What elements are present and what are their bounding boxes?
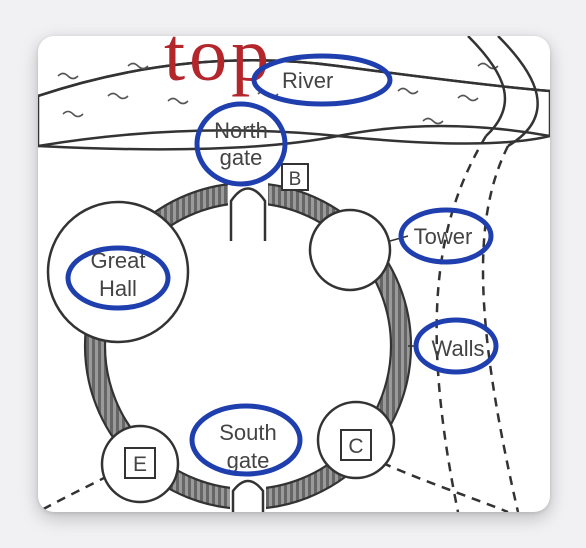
great-hall-circle: [46, 200, 190, 344]
label-south-gate-line2: gate: [227, 448, 270, 473]
box-c-letter: C: [348, 435, 363, 458]
label-south-gate-line1: South: [219, 420, 277, 445]
label-tower: Tower: [414, 224, 473, 249]
box-e-letter: E: [133, 453, 147, 476]
diagram-frame: top River North gate Great Hall Tower Wa…: [38, 36, 550, 512]
label-great-hall-line2: Hall: [99, 276, 137, 301]
annotation-tower: [398, 207, 494, 265]
annotation-north-gate: [194, 101, 288, 187]
annotation-south-gate: [189, 403, 303, 477]
box-c: C: [340, 429, 372, 461]
box-b-letter: B: [289, 169, 302, 190]
handwritten-note: top: [164, 36, 273, 97]
label-north-gate-line1: North: [214, 118, 268, 143]
north-gate-structure: [228, 181, 268, 241]
label-river: River: [282, 68, 333, 93]
box-b: B: [281, 163, 309, 191]
annotation-walls: [413, 317, 499, 375]
annotation-circles: [65, 53, 499, 477]
annotation-great-hall: [65, 245, 171, 311]
river: [38, 59, 550, 151]
box-e: E: [124, 447, 156, 479]
castle-map-diagram: top River North gate Great Hall Tower Wa…: [38, 36, 550, 512]
label-walls: Walls: [432, 336, 485, 361]
annotation-river: [251, 53, 393, 107]
label-north-gate-line2: gate: [220, 145, 263, 170]
tower-circle: [308, 208, 392, 292]
